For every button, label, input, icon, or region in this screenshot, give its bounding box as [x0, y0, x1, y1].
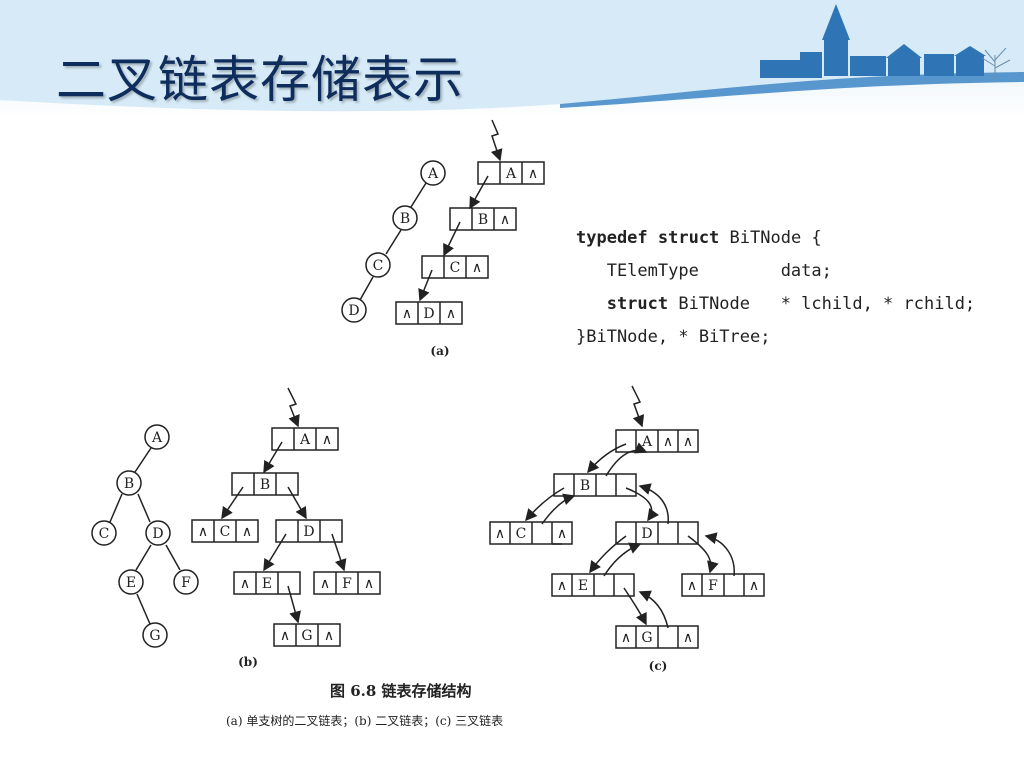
figure-label-b: (b) [238, 655, 258, 669]
figure-label-c: (c) [649, 659, 668, 673]
header-decoration [0, 0, 1024, 112]
tree-a-node-d: D [348, 303, 359, 319]
list-a-data-d: D [423, 306, 434, 322]
slide-header: 二叉链表存储表示 [0, 0, 1024, 118]
list-c-data-d: D [641, 526, 652, 542]
list-b-data-b: B [260, 477, 270, 493]
list-b-null: ∧ [242, 524, 252, 540]
tree-b-node-d: D [152, 526, 163, 542]
tree-a [341, 160, 446, 323]
list-c-data-a: A [641, 434, 653, 450]
list-c-data-f: F [708, 578, 718, 594]
list-c-null: ∧ [495, 526, 505, 542]
list-b-null: ∧ [364, 576, 374, 592]
tree-b-node-f: F [181, 575, 191, 591]
list-b-data-c: C [220, 524, 231, 540]
tree-a-node-c: C [373, 258, 384, 274]
list-c [489, 385, 765, 649]
list-c-null: ∧ [683, 630, 693, 646]
list-a-data-a: A [505, 166, 517, 182]
slide-title: 二叉链表存储表示 [56, 51, 464, 109]
list-b-null: ∧ [198, 524, 208, 540]
figure-subcaption: (a) 单支树的二叉链表；(b) 二叉链表；(c) 三叉链表 [226, 714, 504, 728]
list-c-null: ∧ [621, 630, 631, 646]
tree-icon [981, 47, 1011, 80]
tree-a-node-b: B [400, 211, 410, 227]
list-a [395, 119, 545, 325]
code-line3-keyword: struct [576, 294, 669, 314]
list-b-null: ∧ [324, 628, 334, 644]
list-b-data-e: E [262, 576, 272, 592]
list-c-data-c: C [516, 526, 527, 542]
list-b-data-f: F [342, 576, 352, 592]
town-skyline-icon [760, 4, 986, 78]
tree-b-node-g: G [149, 628, 160, 644]
list-c-data-b: B [580, 478, 590, 494]
list-b [191, 387, 381, 647]
list-c-data-e: E [578, 578, 588, 594]
tree-b-node-c: C [99, 526, 110, 542]
code-line2: TElemType data; [576, 261, 832, 281]
tree-b-node-a: A [151, 430, 163, 446]
list-b-data-g: G [301, 628, 312, 644]
list-a-null: ∧ [472, 260, 482, 276]
list-b-null: ∧ [320, 576, 330, 592]
list-a-data-c: C [450, 260, 461, 276]
list-b-null: ∧ [322, 432, 332, 448]
list-c-null: ∧ [683, 434, 693, 450]
list-b-data-d: D [303, 524, 314, 540]
code-line1-keyword: typedef struct [576, 228, 720, 248]
code-line4: }BiTNode, * BiTree; [576, 327, 771, 347]
list-c-null: ∧ [687, 578, 697, 594]
tree-b [91, 424, 199, 648]
list-c-null: ∧ [663, 434, 673, 450]
list-c-null: ∧ [557, 526, 567, 542]
list-b-null: ∧ [240, 576, 250, 592]
list-a-null: ∧ [402, 306, 412, 322]
figure-caption: 图 6.8 链表存储结构 [330, 682, 472, 700]
tree-b-node-b: B [124, 476, 134, 492]
struct-definition-code: typedef struct BiTNode { TElemType data;… [576, 222, 975, 354]
list-c-data-g: G [641, 630, 652, 646]
list-a-data-b: B [478, 212, 488, 228]
list-c-null: ∧ [749, 578, 759, 594]
list-b-null: ∧ [280, 628, 290, 644]
tree-b-node-e: E [126, 575, 136, 591]
list-b-data-a: A [299, 432, 311, 448]
code-line1-rest: BiTNode { [719, 228, 822, 248]
figure-label-a: (a) [430, 344, 449, 358]
code-line3-rest: BiTNode * lchild, * rchild; [668, 294, 976, 314]
list-a-null: ∧ [528, 166, 538, 182]
list-a-null: ∧ [446, 306, 456, 322]
list-c-null: ∧ [557, 578, 567, 594]
list-a-null: ∧ [500, 212, 510, 228]
tree-a-node-a: A [427, 166, 439, 182]
